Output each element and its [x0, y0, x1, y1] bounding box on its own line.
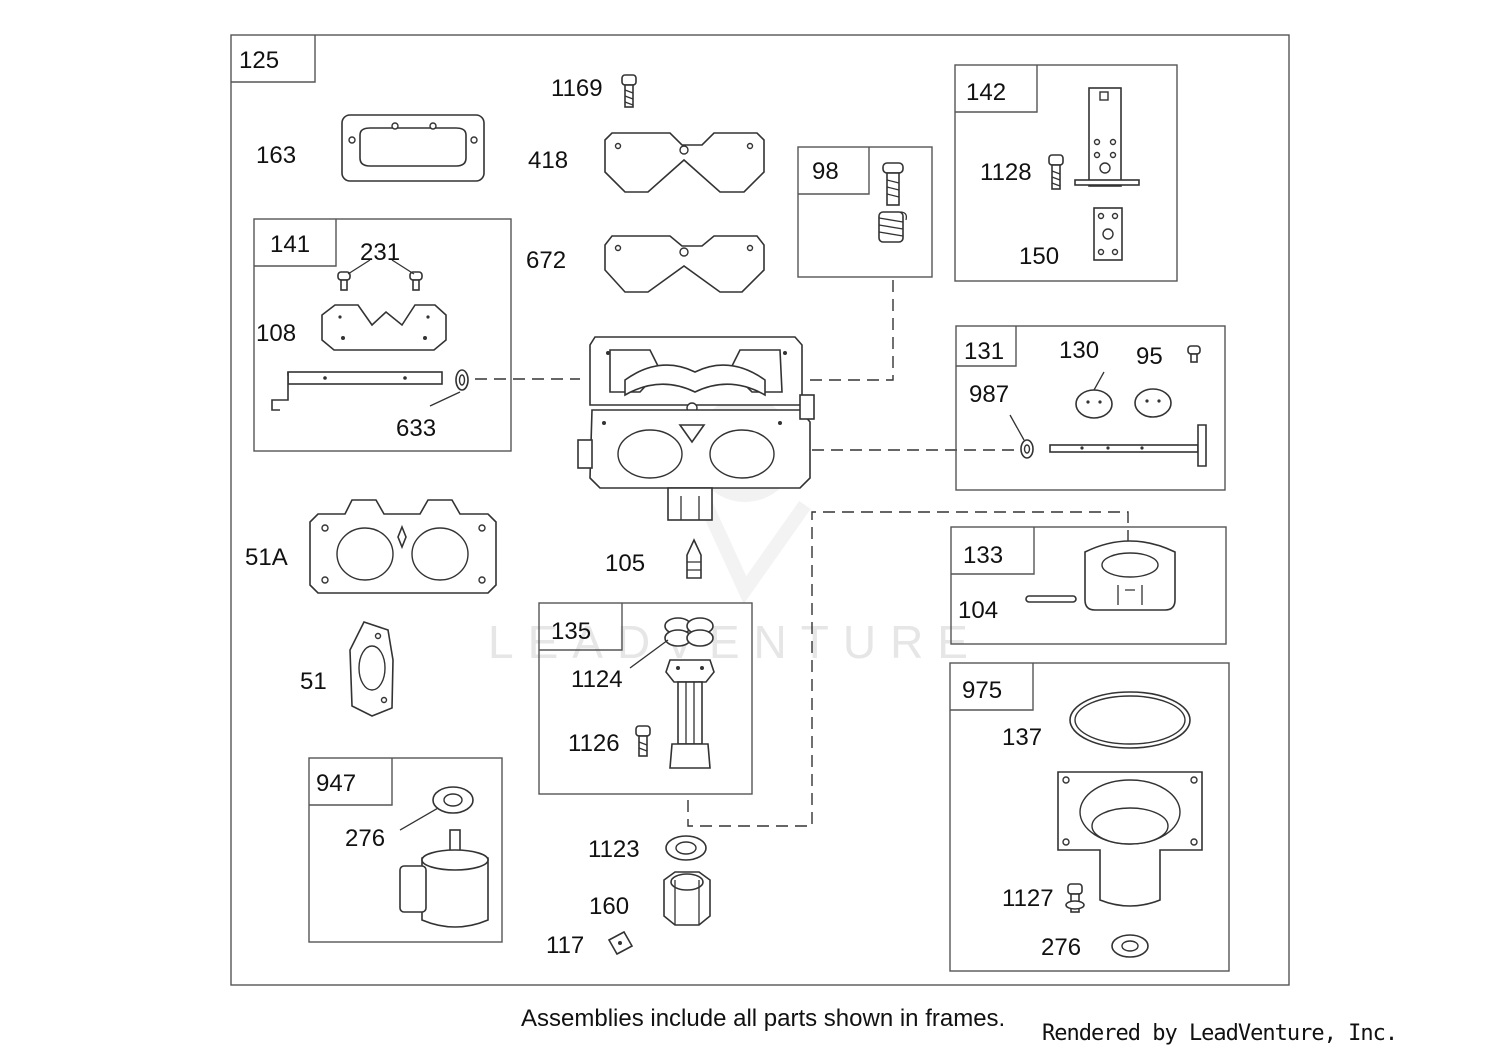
- render-credit: Rendered by LeadVenture, Inc.: [1042, 1021, 1398, 1046]
- label-947: 947: [316, 770, 356, 797]
- spring-98-icon[interactable]: [878, 211, 908, 243]
- throttle-shaft-icon[interactable]: [271, 371, 443, 411]
- label-51A: 51A: [245, 544, 288, 571]
- assemblies-note: Assemblies include all parts shown in fr…: [521, 1005, 1006, 1032]
- label-160: 160: [589, 893, 629, 920]
- screw-117-icon[interactable]: [607, 930, 634, 956]
- label-125: 125: [239, 47, 279, 74]
- label-1126: 1126: [568, 730, 620, 757]
- screw-1127-icon[interactable]: [1065, 883, 1085, 913]
- assembly-frame-125[interactable]: 125: [230, 34, 1290, 986]
- label-231: 231: [360, 239, 400, 266]
- gasket-672-icon[interactable]: [604, 235, 765, 293]
- label-108: 108: [256, 320, 296, 347]
- watermark-text: LEADVENTURE: [488, 616, 982, 668]
- assembly-frame-975[interactable]: 975: [949, 662, 1230, 972]
- orings-1124-icon[interactable]: [629, 617, 714, 669]
- label-141: 141: [270, 231, 310, 258]
- screw-231-icon[interactable]: [337, 259, 423, 291]
- label-104: 104: [958, 597, 998, 624]
- label-276-b: 276: [1041, 934, 1081, 961]
- gasket-51A-icon[interactable]: [309, 499, 497, 594]
- label-1124: 1124: [571, 666, 623, 693]
- label-163: 163: [256, 142, 296, 169]
- assembly-frame-135[interactable]: 135: [538, 602, 753, 795]
- label-1127: 1127: [1002, 885, 1054, 912]
- seal-633-icon[interactable]: [429, 369, 469, 407]
- needle-105-icon[interactable]: [686, 538, 702, 579]
- screw-1169-icon[interactable]: [621, 74, 637, 108]
- label-98: 98: [812, 158, 839, 185]
- label-987: 987: [969, 381, 1009, 408]
- label-418: 418: [528, 147, 568, 174]
- fuel-solenoid-947-icon[interactable]: [399, 829, 489, 928]
- label-672: 672: [526, 247, 566, 274]
- screw-1126-icon[interactable]: [635, 725, 651, 757]
- label-142: 142: [966, 79, 1006, 106]
- idle-screw-98-icon[interactable]: [882, 162, 904, 206]
- screw-95-icon[interactable]: [1187, 345, 1201, 363]
- float-133-icon[interactable]: [1084, 540, 1176, 611]
- carburetor-body-icon[interactable]: [577, 336, 815, 521]
- plate-108-icon[interactable]: [321, 304, 447, 351]
- assembly-frame-142[interactable]: 142: [954, 64, 1178, 282]
- screw-1128-icon[interactable]: [1048, 154, 1064, 190]
- assembly-frame-133[interactable]: 133: [950, 526, 1227, 645]
- label-133: 133: [963, 542, 1003, 569]
- choke-shaft-icon[interactable]: [1049, 424, 1207, 467]
- gasket-418-icon[interactable]: [604, 132, 765, 193]
- assembly-frame-141[interactable]: 141: [253, 218, 512, 452]
- label-95: 95: [1136, 343, 1163, 370]
- assembly-frame-947[interactable]: 947: [308, 757, 503, 943]
- label-1169: 1169: [551, 75, 603, 102]
- plate-150-icon[interactable]: [1093, 207, 1123, 261]
- washer-276-bowl-icon[interactable]: [1111, 934, 1149, 958]
- label-131: 131: [964, 338, 1004, 365]
- label-130: 130: [1059, 337, 1099, 364]
- label-105: 105: [605, 550, 645, 577]
- label-51: 51: [300, 668, 327, 695]
- assembly-frame-131[interactable]: 131: [955, 325, 1226, 491]
- seal-987-icon[interactable]: [1009, 414, 1034, 459]
- nut-160-icon[interactable]: [663, 871, 711, 926]
- label-135: 135: [551, 618, 591, 645]
- gasket-51-icon[interactable]: [349, 621, 394, 717]
- label-633: 633: [396, 415, 436, 442]
- choke-plate-130-icon[interactable]: [1075, 371, 1172, 419]
- assembly-frame-98[interactable]: 98: [797, 146, 933, 278]
- label-150: 150: [1019, 243, 1059, 270]
- label-137: 137: [1002, 724, 1042, 751]
- label-276-a: 276: [345, 825, 385, 852]
- washer-1123-icon[interactable]: [665, 835, 707, 861]
- gasket-137-icon[interactable]: [1069, 691, 1191, 749]
- label-117: 117: [546, 932, 584, 959]
- pin-104-icon[interactable]: [1025, 595, 1077, 603]
- washer-276-solenoid-icon[interactable]: [399, 786, 474, 831]
- label-975: 975: [962, 677, 1002, 704]
- emulsion-tube-icon[interactable]: [665, 659, 715, 769]
- gasket-163-icon[interactable]: [341, 114, 485, 182]
- bracket-142-icon[interactable]: [1074, 87, 1140, 187]
- float-bowl-icon[interactable]: [1057, 771, 1203, 907]
- label-1128: 1128: [980, 159, 1032, 186]
- label-1123: 1123: [588, 836, 640, 863]
